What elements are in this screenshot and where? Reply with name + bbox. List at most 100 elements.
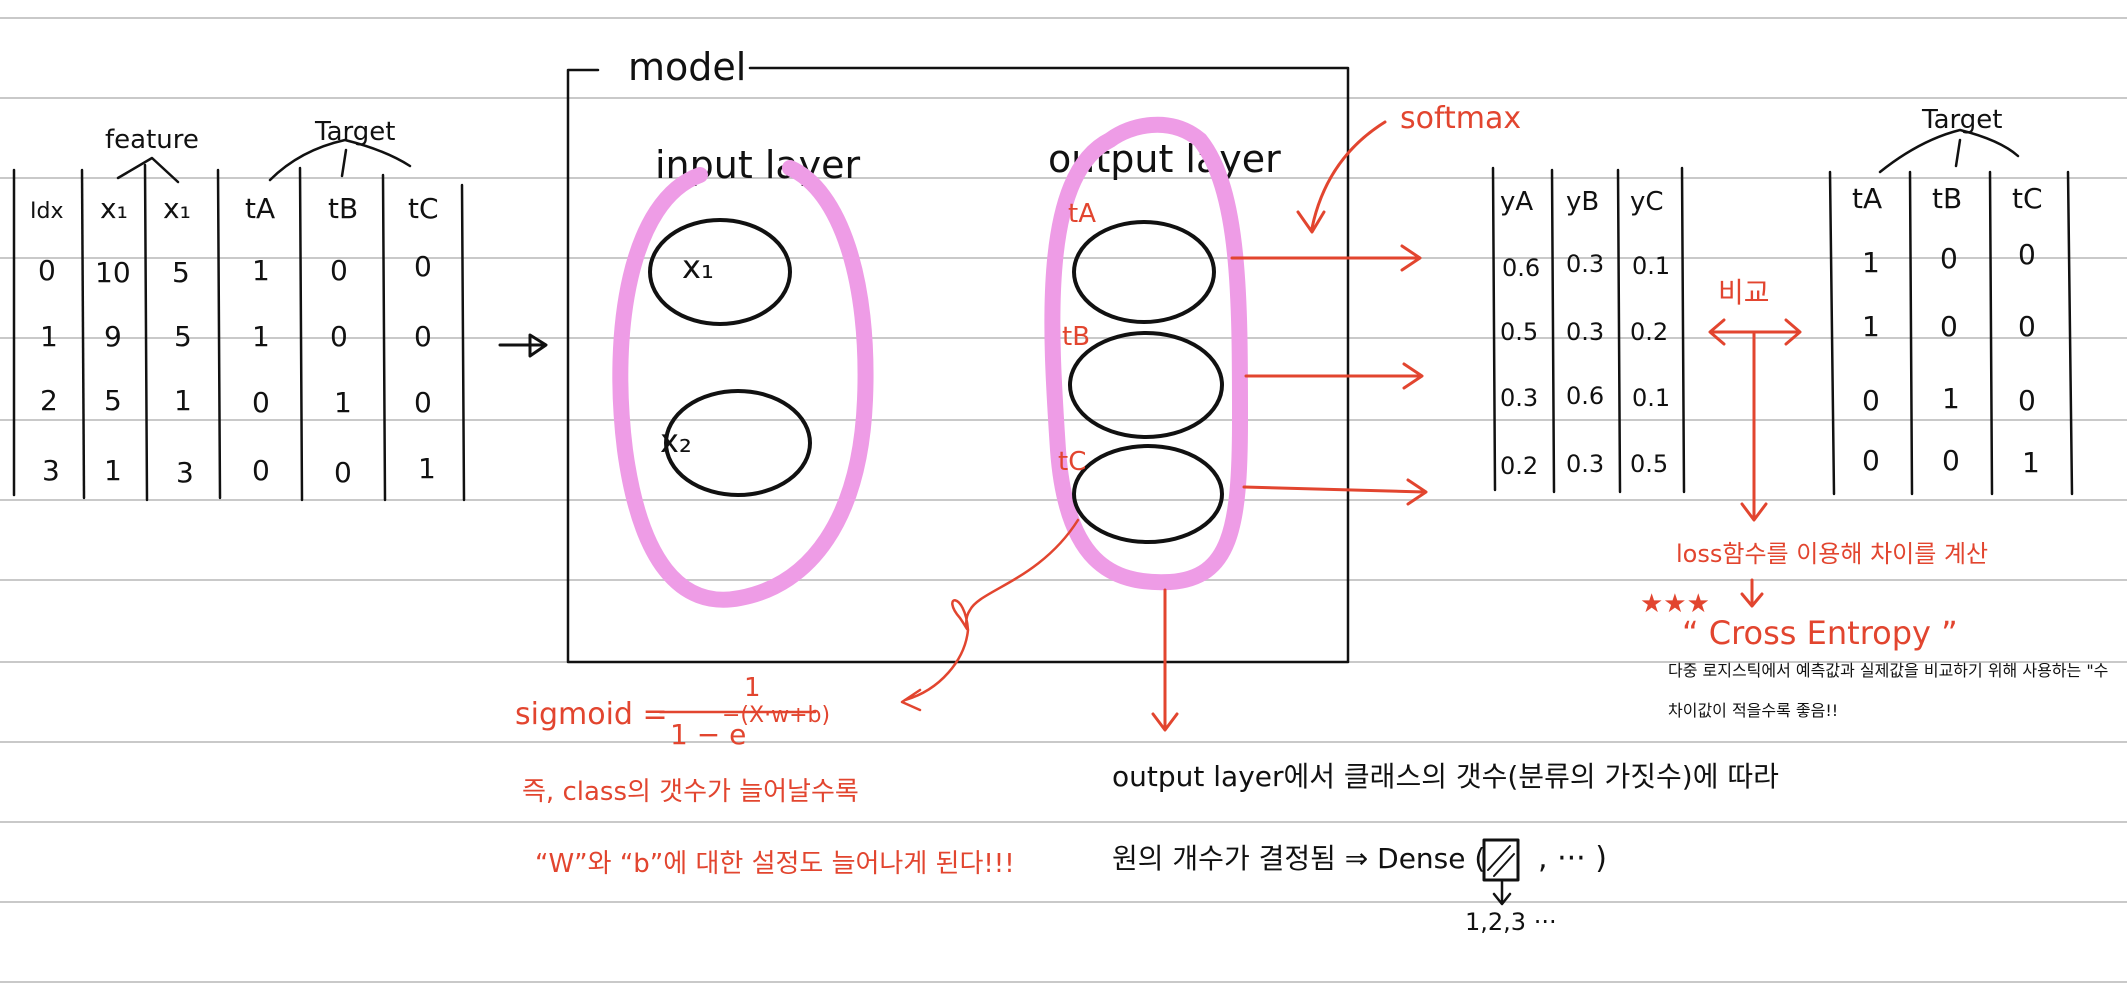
cell: 0.3 — [1566, 450, 1604, 478]
feature-label: feature — [105, 125, 199, 155]
dense-units-hatch — [1487, 845, 1515, 877]
output-arrows — [1230, 244, 1428, 506]
cell: 0 — [330, 254, 348, 287]
pred-header-yB: yB — [1566, 187, 1599, 217]
softmax-label: softmax — [1400, 101, 1521, 136]
model-label: model — [628, 45, 746, 89]
cell: 1 — [1942, 382, 1960, 415]
feature-brace — [116, 156, 180, 184]
cell: 1 — [2022, 446, 2040, 479]
prediction-table-lines — [1491, 166, 1686, 494]
header-tA: tA — [245, 192, 275, 225]
target-table-lines — [1828, 170, 2074, 496]
dense-units-box — [1482, 838, 1520, 882]
left-data-table: feature Target Idx x₁ x₁ tA tB tC 0 10 5 — [12, 117, 548, 502]
cell: 0 — [38, 254, 56, 287]
cell: 1 — [418, 452, 436, 485]
input-layer-highlight — [612, 160, 874, 608]
softmax-arrow — [1296, 120, 1387, 234]
model-box: model input layer x₁ x₂ output layer tA … — [566, 45, 1350, 664]
sigmoid-exponent: −(X·w+b) — [722, 703, 830, 728]
pred-header-yC: yC — [1630, 187, 1664, 217]
cell: 0 — [1942, 444, 1960, 477]
output-node-c-label: tC — [1058, 447, 1086, 477]
header-x1: x₁ — [100, 192, 128, 225]
output-node-b-label: tB — [1062, 322, 1090, 352]
cell: 1 — [1862, 310, 1880, 343]
compare-double-arrow — [1708, 318, 1802, 346]
compare-down-arrow — [1740, 332, 1768, 522]
cell: 0 — [330, 320, 348, 353]
cell: 0 — [252, 454, 270, 487]
cross-entropy-label: “ Cross Entropy ” — [1682, 614, 1958, 652]
cell: 3 — [42, 454, 60, 487]
cell: 0.5 — [1630, 450, 1668, 478]
header-tC: tC — [408, 192, 439, 225]
target-brace-right — [1878, 128, 2020, 174]
prediction-table: yA yB yC 0.6 0.3 0.1 0.5 0.3 0.2 0.3 0.6… — [1491, 166, 1686, 494]
sigmoid-lhs: sigmoid = — [515, 697, 668, 732]
loss-down-arrow — [1740, 578, 1764, 608]
cell: 0.1 — [1632, 384, 1670, 412]
loss-note: loss함수를 이용해 차이를 계산 — [1676, 540, 1988, 568]
input-node-x2 — [664, 389, 812, 497]
cell: 0 — [414, 320, 432, 353]
cell: 1 — [40, 320, 58, 353]
stars: ★★★ — [1640, 589, 1710, 619]
cross-entropy-desc-2: 차이값이 적을수록 좋음!! — [1668, 701, 1838, 720]
cell: 0.1 — [1632, 252, 1670, 280]
output-note: output layer에서 클래스의 갯수(분류의 가짓수)에 따라 원의 개… — [1112, 588, 1779, 936]
output-layer-highlight — [1044, 116, 1248, 591]
cell: 0 — [2018, 310, 2036, 343]
dense-tail: , ··· ) — [1538, 841, 1607, 876]
cell: 0 — [2018, 384, 2036, 417]
left-table-header: Idx x₁ x₁ tA tB tC — [30, 192, 439, 225]
cell: 10 — [95, 256, 131, 289]
cell: 3 — [176, 456, 194, 489]
compare-label: 비교 — [1718, 276, 1770, 309]
output-node-c — [1072, 444, 1224, 544]
output-node-b — [1068, 331, 1224, 439]
target-header-tC: tC — [2012, 182, 2043, 215]
cell: 0 — [1940, 310, 1958, 343]
dense-units-arrow — [1492, 880, 1512, 906]
cell: 1 — [104, 454, 122, 487]
output-node-a — [1072, 220, 1216, 324]
cell: 0.6 — [1502, 254, 1540, 282]
output-note-2: 원의 개수가 결정됨 ⇒ Dense ( — [1112, 842, 1485, 875]
left-table-body: 0 10 5 1 0 0 1 9 5 1 0 0 2 5 1 0 1 0 3 1… — [38, 250, 436, 489]
cell: 1 — [334, 386, 352, 419]
cell: 2 — [40, 384, 58, 417]
output-note-1: output layer에서 클래스의 갯수(분류의 가짓수)에 따라 — [1112, 760, 1779, 793]
cross-entropy-desc-1: 다중 로지스틱에서 예측값과 실제값을 비교하기 위해 사용하는 "수 — [1668, 661, 2108, 680]
cell: 1 — [252, 320, 270, 353]
input-node-x1 — [648, 218, 792, 326]
pred-header-yA: yA — [1500, 187, 1533, 217]
cell: 0 — [1940, 242, 1958, 275]
cell: 0 — [2018, 238, 2036, 271]
cell: 0.2 — [1630, 318, 1668, 346]
output-note-arrow — [1151, 588, 1179, 732]
header-tB: tB — [328, 192, 358, 225]
class-note-2: “W”와 “b”에 대한 설정도 늘어나게 된다!!! — [535, 849, 1015, 879]
cell: 0.6 — [1566, 382, 1604, 410]
cell: 0 — [414, 386, 432, 419]
arrow-into-model — [498, 333, 548, 358]
cell: 0.5 — [1500, 318, 1538, 346]
cell: 1 — [252, 254, 270, 287]
sigmoid-arrow — [900, 518, 1080, 712]
header-x1b: x₁ — [163, 192, 191, 225]
dense-values: 1,2,3 ··· — [1465, 908, 1557, 936]
cell: 0 — [334, 456, 352, 489]
sigmoid-denominator: 1 − e — [670, 718, 746, 751]
cell: 5 — [174, 320, 192, 353]
cell: 0 — [252, 386, 270, 419]
cell: 5 — [172, 256, 190, 289]
cell: 1 — [1862, 246, 1880, 279]
output-node-a-label: tA — [1068, 199, 1096, 229]
target-table: Target tA tB tC 1 0 0 1 0 0 0 1 0 0 0 1 — [1828, 105, 2074, 496]
target-brace-left — [268, 138, 412, 182]
cell: 0.3 — [1566, 318, 1604, 346]
input-node-x1-label: x₁ — [682, 248, 714, 286]
